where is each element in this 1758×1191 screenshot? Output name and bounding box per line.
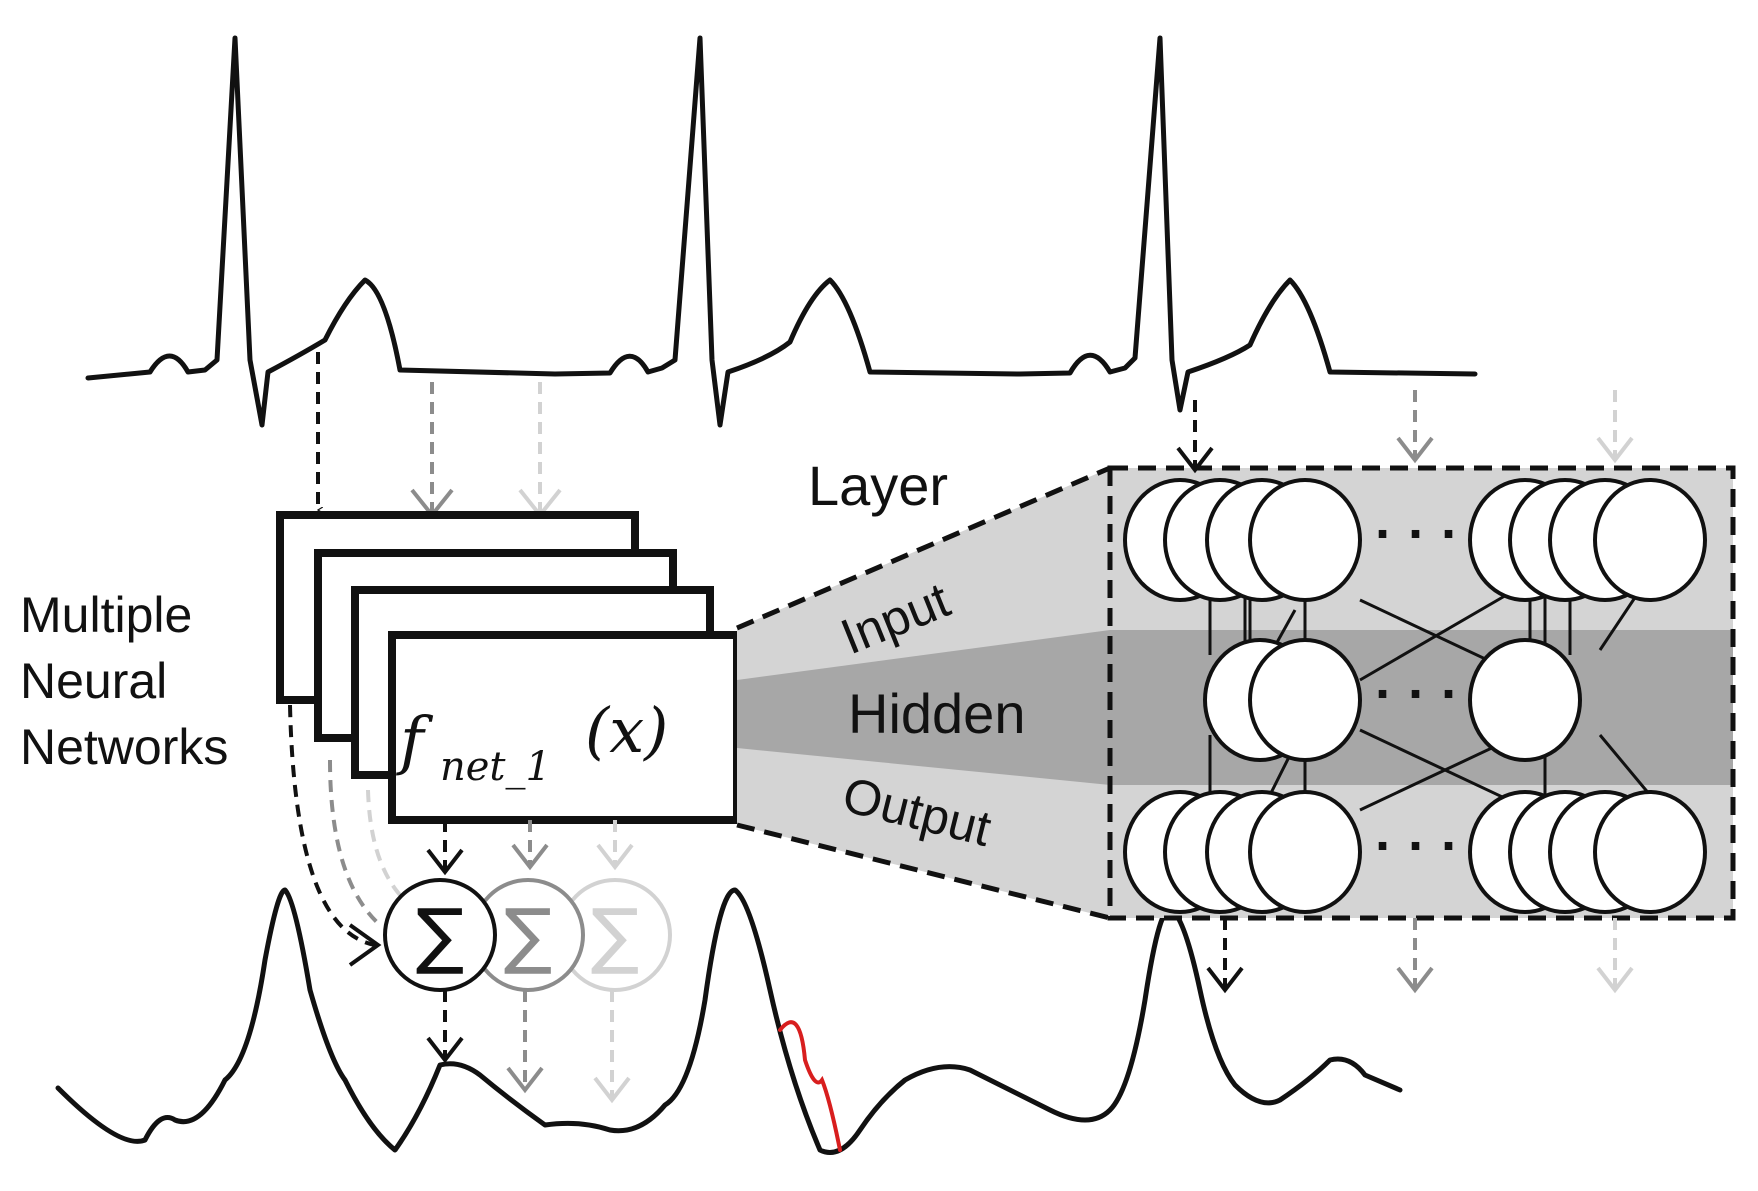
arrowhead-detail-in-black: [1176, 446, 1214, 474]
arrowhead-box-to-sum-black: [426, 848, 464, 876]
formula-subscript: net_1: [440, 744, 551, 790]
arrowhead-sum-out-gray: [506, 1066, 544, 1094]
arrowhead-detail-in-lightgray: [1596, 436, 1634, 464]
arrowhead-detail-out-gray: [1396, 966, 1434, 994]
sum-symbol-gray: ∑: [504, 893, 553, 977]
output-layer-neurons: [1123, 790, 1707, 914]
label-hidden: Hidden: [848, 682, 1025, 745]
zoom-edge-top: [736, 465, 1111, 631]
label-multiple: Multiple: [20, 587, 192, 643]
arrowhead-sum-out-black: [426, 1036, 464, 1064]
ellipsis-input: · · ·: [1375, 504, 1459, 564]
arrowhead-sum-out-lightgray: [593, 1076, 631, 1104]
label-neural: Neural: [20, 653, 167, 709]
input-ecg-waveform: [85, 35, 1478, 428]
output-waveform: [55, 887, 1403, 1155]
label-layer: Layer: [808, 454, 948, 517]
ellipsis-output: · · ·: [1375, 816, 1459, 876]
network-detail-frame: [1107, 465, 1736, 921]
network-box-1: [388, 631, 741, 824]
formula-argument: (x): [585, 694, 668, 767]
sum-node-black: ∑: [383, 878, 497, 992]
sum-symbol-lightgray: ∑: [591, 893, 640, 977]
arrowhead-detail-out-lightgray: [1596, 966, 1634, 994]
label-networks: Networks: [20, 719, 228, 775]
skip-connection-gray: [328, 759, 382, 927]
arrowhead-box-to-sum-lightgray: [596, 843, 634, 871]
arrowhead-box-to-sum-gray: [511, 843, 549, 871]
highlighted-error-segment: [778, 1020, 842, 1152]
ellipsis-hidden: · · ·: [1375, 664, 1459, 724]
hidden-layer-neurons: [1203, 638, 1582, 762]
zoom-edge-bottom: [736, 822, 1111, 921]
arrowhead-detail-out-black: [1206, 966, 1244, 994]
sum-symbol-black: ∑: [416, 893, 465, 977]
input-layer-neurons: [1123, 478, 1707, 602]
skip-connection-lightgray: [366, 789, 402, 897]
arrowhead-skip-black: [348, 923, 382, 967]
sum-node-gray: ∑: [471, 878, 585, 992]
arrowhead-detail-in-gray: [1396, 436, 1434, 464]
network-stack: [276, 511, 741, 824]
skip-connection-black: [288, 704, 376, 947]
